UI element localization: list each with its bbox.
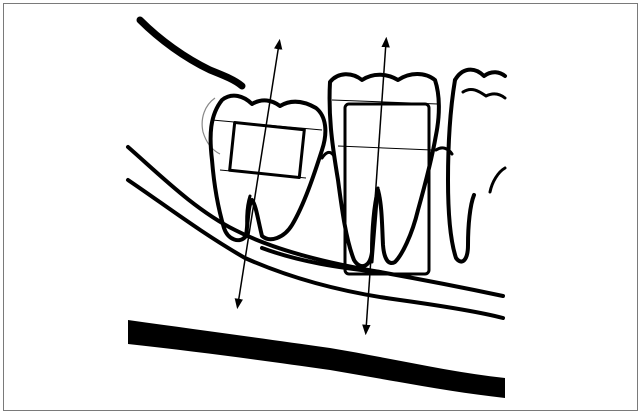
second-molar-body-box bbox=[345, 104, 429, 274]
contact-point bbox=[322, 152, 334, 158]
second-molar-long-axis bbox=[366, 42, 386, 330]
mandible-lower-border bbox=[128, 320, 505, 398]
upper-gum-outline bbox=[140, 20, 242, 86]
first-molar-partial bbox=[448, 70, 505, 262]
third-molar-crown-box bbox=[230, 122, 305, 177]
second-molar bbox=[330, 74, 439, 274]
third-molar bbox=[202, 96, 325, 241]
